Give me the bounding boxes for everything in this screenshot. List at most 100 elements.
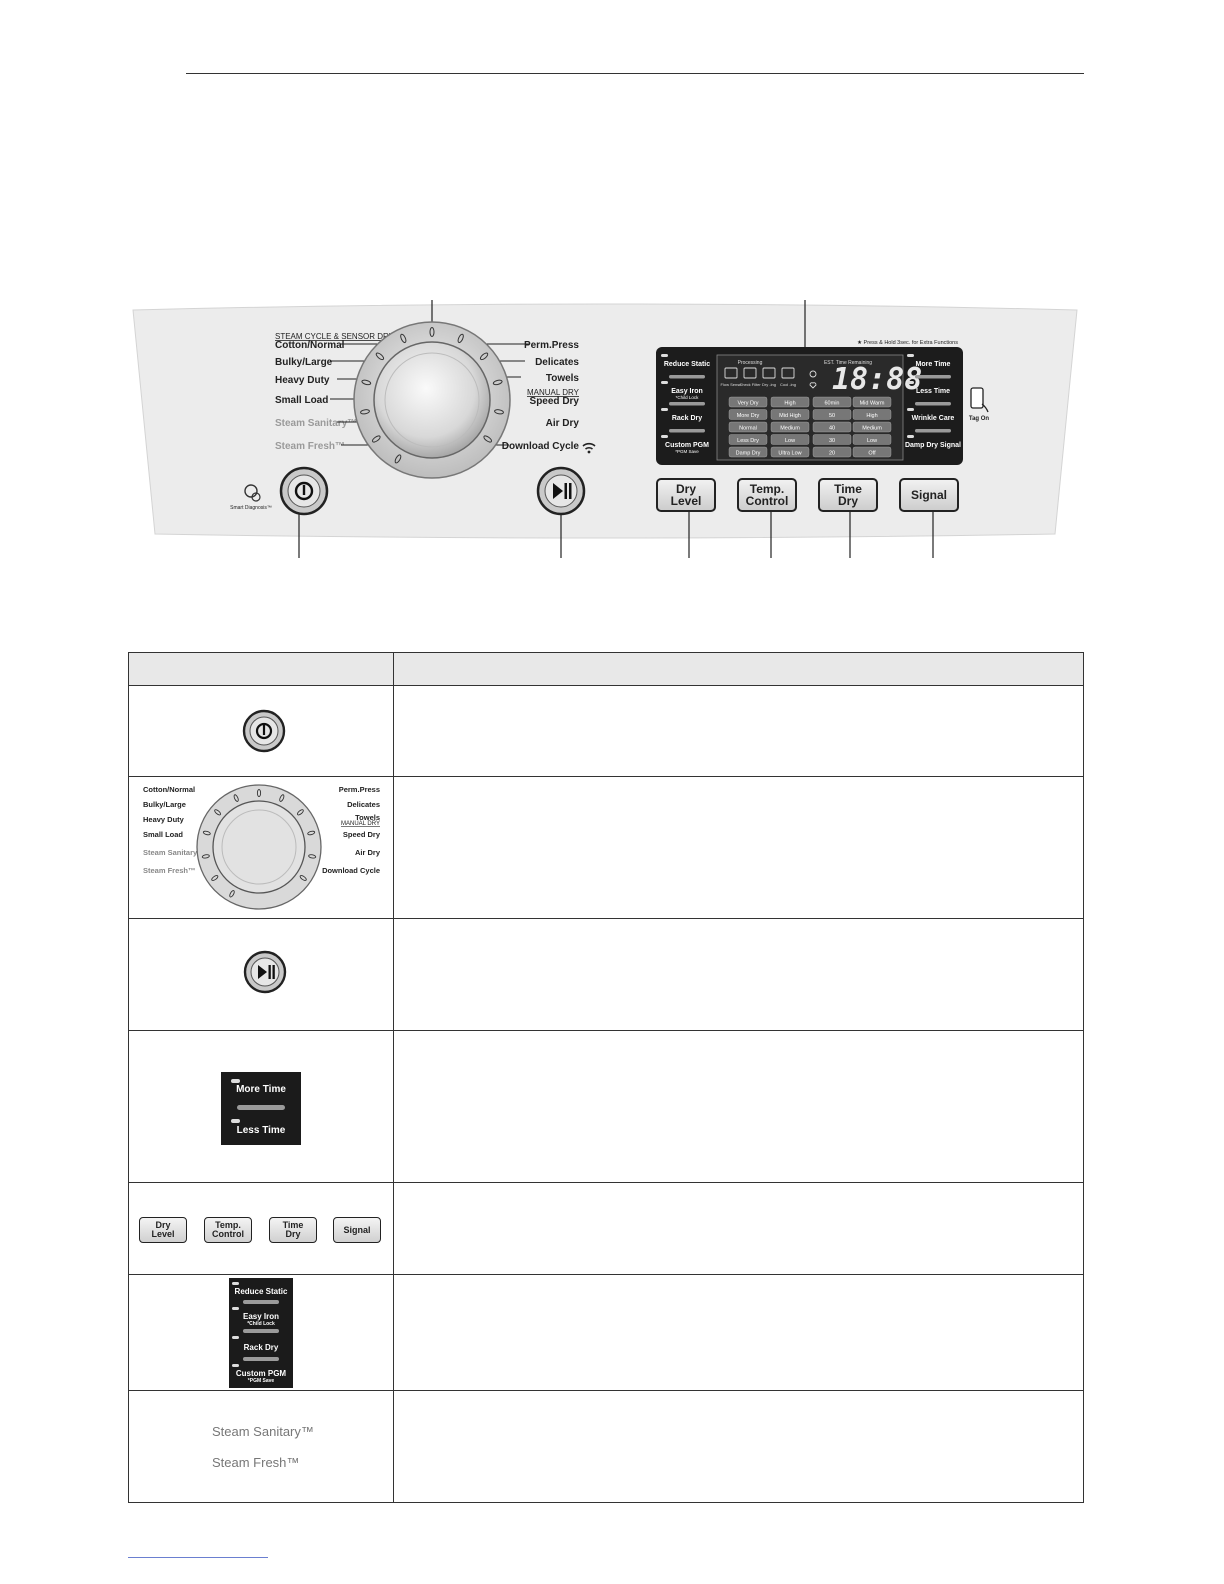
lcd-cell-label: Mid Warm (860, 401, 885, 407)
lcd-cell (812, 434, 852, 445)
signal-key[interactable]: Signal (899, 478, 959, 512)
lcd-cell (770, 421, 810, 433)
row-description (393, 1390, 1084, 1503)
cycle-selector-dial[interactable] (353, 321, 511, 479)
option-button-bar (669, 402, 705, 406)
option-button-label[interactable]: Wrinkle Care (912, 415, 955, 422)
time-dry-key[interactable]: Time Dry (818, 478, 878, 512)
lcd-cell-label: Ultra Low (778, 451, 801, 457)
option-button-label[interactable]: Easy Iron (671, 388, 703, 395)
cycle-indicator-led (492, 379, 503, 386)
dial-indicator-led (307, 830, 316, 836)
cycle-label-left: Heavy Duty (275, 375, 330, 386)
lcd-cell (728, 446, 768, 458)
cycle-label-right: Towels (546, 373, 580, 384)
dial-label-right: Speed Dry (343, 830, 381, 839)
option-button-label[interactable]: Reduce Static (664, 361, 710, 368)
dial-label-left: Small Load (143, 830, 183, 839)
lcd-display-panel: Processing EST. Time Remaining Flow Sens… (656, 347, 963, 465)
play-pause-icon (553, 483, 572, 499)
lcd-cell-label: More Dry (737, 413, 760, 419)
manual-dry-label: MANUAL DRY (527, 388, 580, 397)
heart-icon (809, 382, 817, 389)
lcd-cell (770, 409, 810, 420)
dial-manual-dry-label: MANUAL DRY (341, 821, 380, 827)
top-rule (186, 73, 1084, 74)
dial-indicator-led (256, 788, 262, 798)
cycle-label-right: Perm.Press (524, 340, 579, 351)
tag-on-label: Tag On (969, 416, 990, 422)
control-panel-illustration: STEAM CYCLE & SENSOR DRY Cotton/NormalBu… (132, 300, 1078, 558)
row-description (393, 1030, 1084, 1183)
dial-indicator-led (201, 854, 210, 859)
status-icon-label: Flow Sense (721, 382, 743, 387)
dry-level-key[interactable]: Dry Level (656, 478, 716, 512)
option-led (661, 435, 668, 438)
dial-indicator-led (308, 854, 317, 859)
row-description (393, 776, 1084, 919)
signal-key-image: Signal (333, 1217, 381, 1243)
est-time-label: EST. Time Remaining (824, 360, 872, 366)
cycle-indicator-led (483, 435, 493, 443)
power-button[interactable] (279, 466, 329, 516)
option-button-bar (915, 402, 951, 406)
dial-indicator-led (297, 809, 304, 816)
dry-level-key-image: Dry Level (139, 1217, 187, 1243)
row-description (393, 685, 1084, 777)
dial-label-right: Download Cycle (322, 866, 380, 875)
lcd-cell-label: 30 (829, 438, 835, 444)
dial-label-right: Air Dry (355, 848, 381, 857)
custom-pgm-label: Custom PGM (235, 1369, 287, 1378)
more-less-time-image: More Time Less Time (129, 1031, 393, 1182)
lcd-cell-label: Medium (862, 426, 882, 432)
row-description (393, 918, 1084, 1031)
option-button-label[interactable]: Less Time (916, 388, 950, 395)
option-led (907, 408, 914, 411)
smart-diagnosis-label: Smart Diagnosis™ (230, 505, 272, 511)
option-button-label[interactable]: Custom PGM (665, 442, 709, 449)
temp-control-key[interactable]: Temp. Control (737, 478, 797, 512)
status-icon (743, 367, 757, 379)
dial-indicator-led (299, 875, 307, 881)
cycle-indicator-led (361, 379, 372, 386)
cycle-label-right: Download Cycle (502, 441, 580, 452)
steam-cycles-image: Steam Sanitary™ Steam Fresh™ (129, 1391, 393, 1502)
lcd-cell-label: Mid High (779, 413, 801, 419)
dial-indicator-led (279, 794, 285, 802)
power-icon (255, 722, 273, 740)
dial-label-left: Heavy Duty (143, 815, 185, 824)
tag-on-icon: Tag On (969, 387, 990, 422)
lcd-cell-label: Less Dry (737, 438, 759, 444)
lcd-cell (728, 421, 768, 433)
cycle-label-right: Delicates (535, 357, 579, 368)
option-button-label[interactable]: More Time (916, 361, 951, 368)
option-button-label[interactable]: Rack Dry (672, 415, 702, 422)
option-keys-image: Dry Level Temp. Control Time Dry Signal (129, 1183, 393, 1274)
dial-label-right: Perm.Press (339, 785, 380, 794)
status-icon (724, 367, 738, 379)
lcd-cell (728, 409, 768, 420)
start-pause-button[interactable] (536, 466, 586, 516)
lcd-cell-label: 40 (829, 426, 835, 432)
option-button-label[interactable]: Damp Dry Signal (905, 442, 961, 449)
option-led (907, 381, 914, 384)
status-icon-label: Dry -ing (762, 382, 776, 387)
easy-iron-label: Easy Iron (242, 1312, 279, 1321)
dial-label-right: Towels (355, 813, 380, 822)
table-row (128, 918, 1084, 1031)
option-button-bar (915, 375, 951, 379)
lcd-cell-label: 50 (829, 413, 835, 419)
option-button-sublabel: *PGM Save (675, 449, 699, 454)
steam-sanitary-label: Steam Sanitary™ (212, 1424, 314, 1439)
processing-label: Processing (738, 360, 763, 366)
cycle-indicator-led (360, 409, 370, 415)
dial-label-left: Cotton/Normal (143, 785, 195, 794)
lcd-cell-label: 60min (825, 401, 840, 407)
row-description (393, 1182, 1084, 1275)
cycle-indicator-led (457, 333, 464, 344)
lcd-cell (728, 434, 768, 445)
rack-dry-label: Rack Dry (243, 1343, 279, 1352)
lcd-cell (812, 446, 852, 458)
lcd-cell-label: Damp Dry (736, 451, 761, 457)
power-button-image (129, 686, 393, 776)
